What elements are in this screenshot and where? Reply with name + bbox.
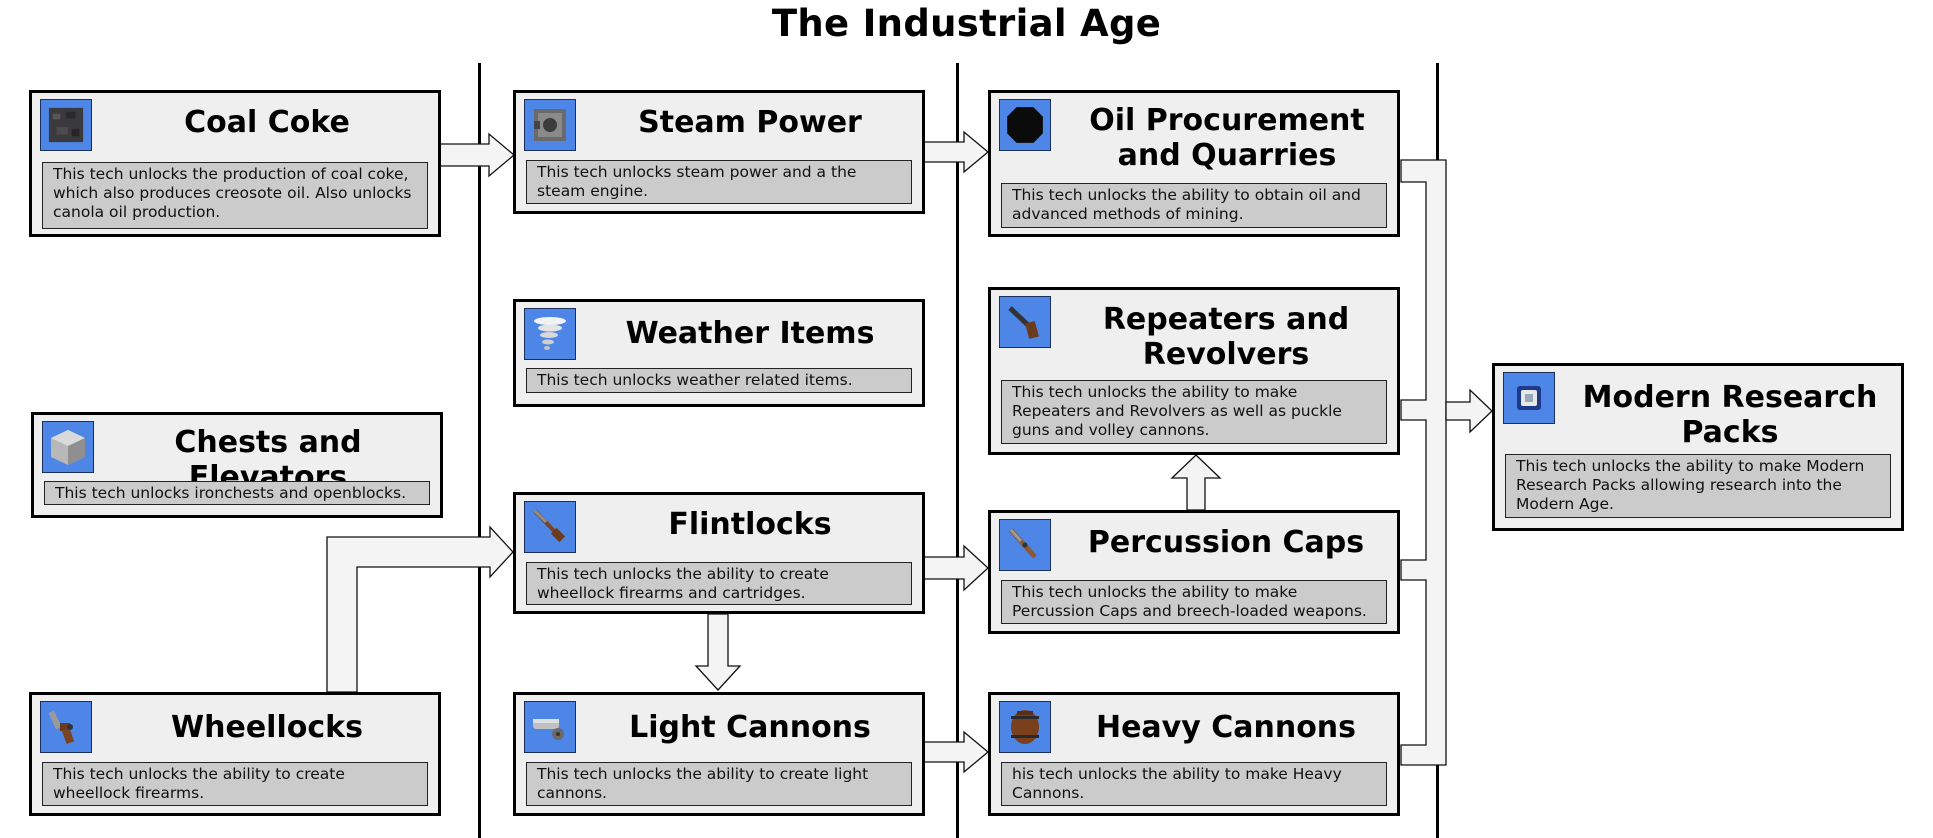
tech-title: Wheellocks — [171, 710, 363, 745]
tech-card-heavy-cannons[interactable]: Heavy Cannons his tech unlocks the abili… — [988, 692, 1400, 816]
column-divider — [956, 63, 959, 838]
tech-card-weather-items[interactable]: Weather Items This tech unlocks weather … — [513, 299, 925, 407]
tech-description: This tech unlocks the ability to obtain … — [1001, 183, 1387, 228]
tech-title: Oil Procurement and Quarries — [1089, 103, 1365, 173]
tech-description: This tech unlocks the ability to make Pe… — [1001, 580, 1387, 624]
tech-description: This tech unlocks the ability to create … — [42, 762, 428, 806]
tech-description: This tech unlocks ironchests and openblo… — [44, 481, 430, 505]
arrow-into-modern — [1445, 388, 1493, 434]
tech-description: This tech unlocks the ability to make Mo… — [1505, 454, 1891, 518]
tech-description: This tech unlocks the ability to make Re… — [1001, 380, 1387, 444]
tech-title: Coal Coke — [184, 105, 350, 140]
tech-description: This tech unlocks the ability to create … — [526, 762, 912, 806]
tech-title: Light Cannons — [629, 710, 871, 745]
light-cannon-icon — [524, 701, 576, 753]
oil-drop-icon — [999, 99, 1051, 151]
steam-engine-icon — [524, 99, 576, 151]
tech-description: This tech unlocks steam power and a the … — [526, 160, 912, 204]
wheellock-gun-icon — [40, 701, 92, 753]
arrow-flintlocks-to-light-cannons — [694, 613, 742, 691]
arrow-bus-to-modern — [1400, 159, 1447, 766]
tech-description: This tech unlocks weather related items. — [526, 368, 912, 393]
tech-title: Flintlocks — [668, 507, 832, 542]
tech-description: his tech unlocks the ability to make Hea… — [1001, 762, 1387, 806]
tech-card-percussion-caps[interactable]: Percussion Caps This tech unlocks the ab… — [988, 510, 1400, 634]
tornado-icon — [524, 308, 576, 360]
tech-title: Weather Items — [625, 316, 875, 351]
tech-title: Repeaters and Revolvers — [1102, 302, 1350, 372]
tech-title: Percussion Caps — [1087, 525, 1365, 560]
arrow-steam-to-oil — [923, 130, 990, 174]
arrow-light-to-heavy-cannons — [923, 730, 990, 774]
gunpowder-barrel-icon — [999, 701, 1051, 753]
coal-coke-block-icon — [40, 99, 92, 151]
diagram-title: The Industrial Age — [771, 2, 1162, 45]
arrow-flintlocks-to-percussion — [923, 544, 989, 592]
tech-card-repeaters-and-revolvers[interactable]: Repeaters and Revolvers This tech unlock… — [988, 287, 1400, 455]
tech-card-coal-coke[interactable]: Coal Coke This tech unlocks the producti… — [29, 90, 441, 237]
tech-card-light-cannons[interactable]: Light Cannons This tech unlocks the abil… — [513, 692, 925, 816]
arrow-wheellocks-to-flintlocks — [326, 525, 514, 693]
column-divider — [478, 63, 481, 838]
arrow-coal-to-steam — [439, 132, 516, 178]
revolver-icon — [999, 296, 1051, 348]
tech-description: This tech unlocks the production of coal… — [42, 162, 428, 229]
tech-card-modern-research-packs[interactable]: Modern Research Packs This tech unlocks … — [1492, 363, 1904, 531]
arrow-percussion-to-repeaters — [1170, 454, 1222, 511]
tech-card-chests-and-elevators[interactable]: Chests and Elevators This tech unlocks i… — [31, 412, 443, 518]
tech-title: Heavy Cannons — [1095, 710, 1357, 745]
tech-card-flintlocks[interactable]: Flintlocks This tech unlocks the ability… — [513, 492, 925, 614]
tech-title: Modern Research Packs — [1582, 380, 1878, 450]
tech-card-steam-power[interactable]: Steam Power This tech unlocks steam powe… — [513, 90, 925, 214]
flintlock-rifle-icon — [524, 501, 576, 553]
iron-chest-icon — [42, 421, 94, 473]
tech-title: Steam Power — [638, 105, 862, 140]
research-pack-icon — [1503, 372, 1555, 424]
tech-card-oil-procurement[interactable]: Oil Procurement and Quarries This tech u… — [988, 90, 1400, 237]
tech-card-wheellocks[interactable]: Wheellocks This tech unlocks the ability… — [29, 692, 441, 816]
tech-description: This tech unlocks the ability to create … — [526, 562, 912, 605]
percussion-rifle-icon — [999, 519, 1051, 571]
